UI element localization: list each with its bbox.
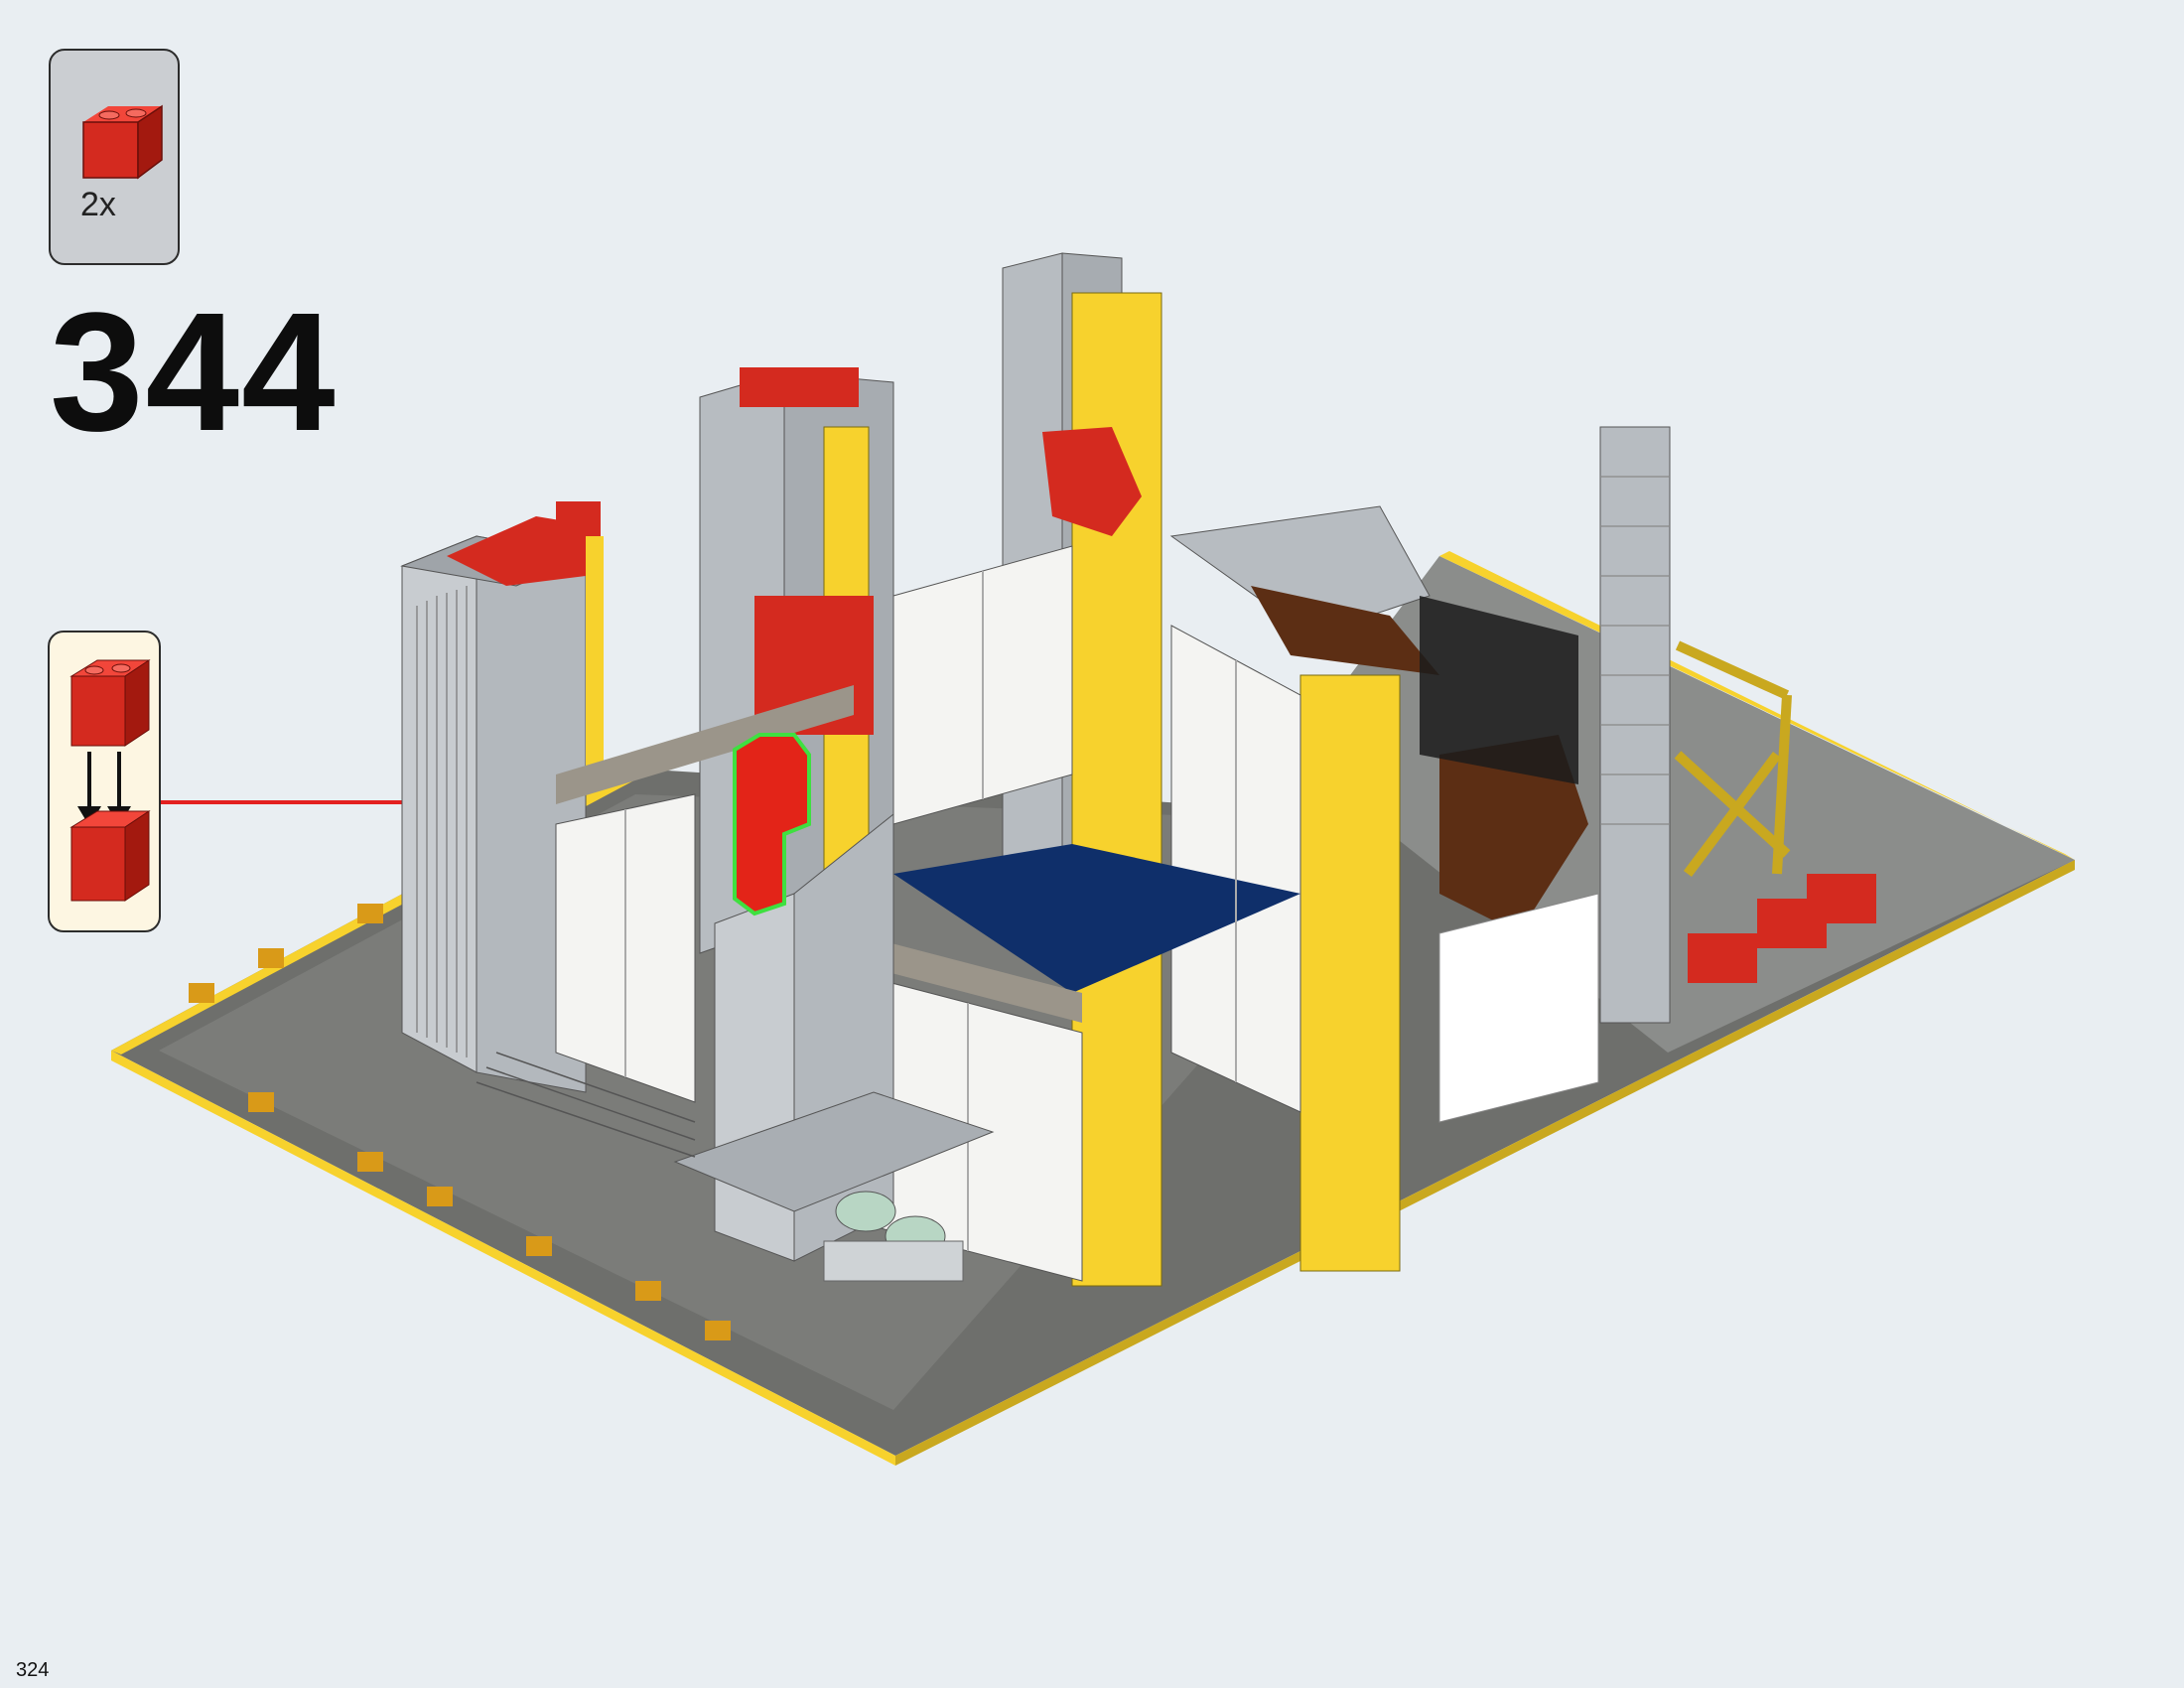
part-quantity: 2x (80, 186, 116, 223)
page-number: 324 (16, 1659, 50, 1681)
right-red-blocks (1688, 874, 1876, 983)
step-number: 344 (50, 278, 338, 467)
edge-clips (189, 904, 731, 1340)
red-brick-icon (82, 104, 163, 180)
sub-assembly-callout (48, 631, 161, 932)
right-column (1420, 426, 1671, 1123)
baseplate (111, 551, 2075, 1466)
brown-structure (1251, 586, 1588, 933)
yellow-frame (1674, 640, 1792, 877)
center-pillars (699, 252, 1401, 1287)
steps (476, 1052, 696, 1158)
left-pillar (400, 501, 604, 1093)
stacked-bricks-icon (69, 659, 151, 902)
parts-list-callout: 2x (49, 49, 180, 265)
front-windows (555, 505, 1431, 1282)
placement-arrow-head (685, 790, 707, 814)
plant-pots (823, 1191, 964, 1282)
highlighted-red-brick (733, 733, 811, 916)
front-middle-pillar (673, 812, 995, 1262)
